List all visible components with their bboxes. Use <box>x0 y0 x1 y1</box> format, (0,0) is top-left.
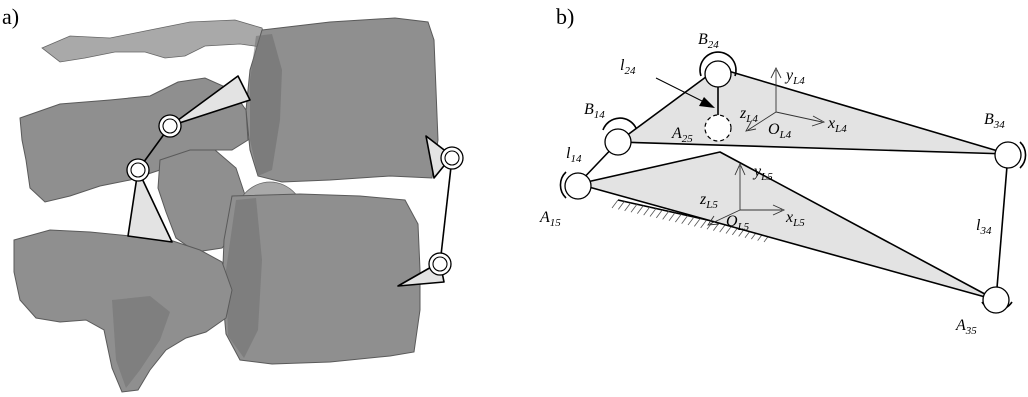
joint-B34 <box>994 141 1027 169</box>
joint-B14-pin <box>604 128 632 156</box>
axis-xL5-arrow <box>772 204 786 216</box>
label-yL5: yL5 <box>752 163 773 183</box>
facet-joint-lower-inner <box>130 162 146 178</box>
lower-body-triangle-L5 <box>577 151 997 301</box>
vertebrae-rendering <box>13 17 439 393</box>
label-A25: A25 <box>671 125 693 145</box>
joint-A25 <box>704 114 732 142</box>
label-xL4: xL4 <box>827 115 847 135</box>
frame-L5 <box>707 162 786 226</box>
axis-xL4-arrow <box>811 115 826 127</box>
axis-xL4 <box>775 111 823 123</box>
joint-B24 <box>699 51 737 88</box>
ground-hatch-mark <box>662 211 669 220</box>
label-xL5: xL5 <box>785 209 805 229</box>
joint-A15-pin <box>564 172 592 200</box>
joint-B24-housing <box>699 51 737 77</box>
ground-hatch-mark <box>694 218 701 227</box>
ground-hatch-mark <box>668 212 676 221</box>
lower-body-shadow <box>226 198 262 358</box>
label-zL4: zL4 <box>739 105 758 125</box>
link-l34 <box>995 153 1009 301</box>
joint-B34-housing <box>1019 141 1027 169</box>
ground-hatch-mark <box>656 209 663 219</box>
axis-zL4-arrow <box>745 121 757 132</box>
lower-arch-shadow <box>112 296 170 388</box>
upper-vertebral-body-L4 <box>245 17 439 183</box>
ground-hatch-mark <box>643 206 650 216</box>
label-B24: B24 <box>698 31 719 51</box>
axis-yL4-arrow <box>770 66 782 79</box>
label-B14: B14 <box>584 101 605 121</box>
axis-yL5-arrow <box>734 162 746 176</box>
upper-body-shadow <box>250 34 282 176</box>
panel-a-label: a) <box>2 4 19 29</box>
label-l34: l34 <box>976 217 992 237</box>
l24-leader-arrowhead <box>699 97 715 108</box>
joint-B34-pin <box>994 141 1022 169</box>
joint-B14-housing <box>602 117 637 131</box>
axis-zL5 <box>709 209 741 225</box>
anterior-link <box>439 157 453 265</box>
joint-A35 <box>981 286 1013 314</box>
label-OL5: OL5 <box>726 213 750 233</box>
panel-b-label: b) <box>556 4 574 29</box>
ground-hatch-mark <box>649 208 657 217</box>
joint-A35-pin <box>982 286 1010 314</box>
axis-zL5-arrow <box>707 215 720 226</box>
label-l24: l24 <box>620 57 636 77</box>
ground-hatch-mark <box>624 202 631 212</box>
label-zL5: zL5 <box>699 191 718 211</box>
panel-a-mechanism-overlay <box>126 75 464 287</box>
label-l14: l14 <box>566 145 582 165</box>
label-A15: A15 <box>539 209 561 229</box>
label-yL4: yL4 <box>784 67 805 87</box>
anterior-joint-lower-inner <box>432 256 448 272</box>
joint-A15-housing <box>559 171 567 199</box>
label-OL4: OL4 <box>768 121 792 141</box>
ground-hatch-mark <box>700 219 707 229</box>
ground-hatch-mark <box>687 216 695 226</box>
ground-hatch-mark <box>681 215 688 224</box>
joint-B14 <box>602 117 637 156</box>
upper-spinous-process <box>41 19 269 63</box>
facet-joint-upper-inner <box>162 118 178 134</box>
ground-hatch-mark <box>630 204 638 213</box>
anterior-joint-upper-inner <box>444 150 460 166</box>
frame-L4 <box>745 66 826 132</box>
lower-facet-triangle <box>127 169 173 243</box>
ground-hatch-mark <box>618 201 625 210</box>
axis-zL4 <box>747 111 777 131</box>
upper-facet-triangle <box>169 75 251 127</box>
ground-hatch-mark <box>637 205 644 214</box>
joint-A25-pin <box>704 114 732 142</box>
label-A35: A35 <box>955 317 977 337</box>
ground-hatch-mark <box>611 199 619 209</box>
joint-B24-pin <box>704 60 732 88</box>
joint-A15 <box>559 171 592 200</box>
label-B34: B34 <box>984 111 1005 131</box>
ground-hatch-mark <box>675 213 682 223</box>
upper-anterior-triangle <box>425 135 453 179</box>
